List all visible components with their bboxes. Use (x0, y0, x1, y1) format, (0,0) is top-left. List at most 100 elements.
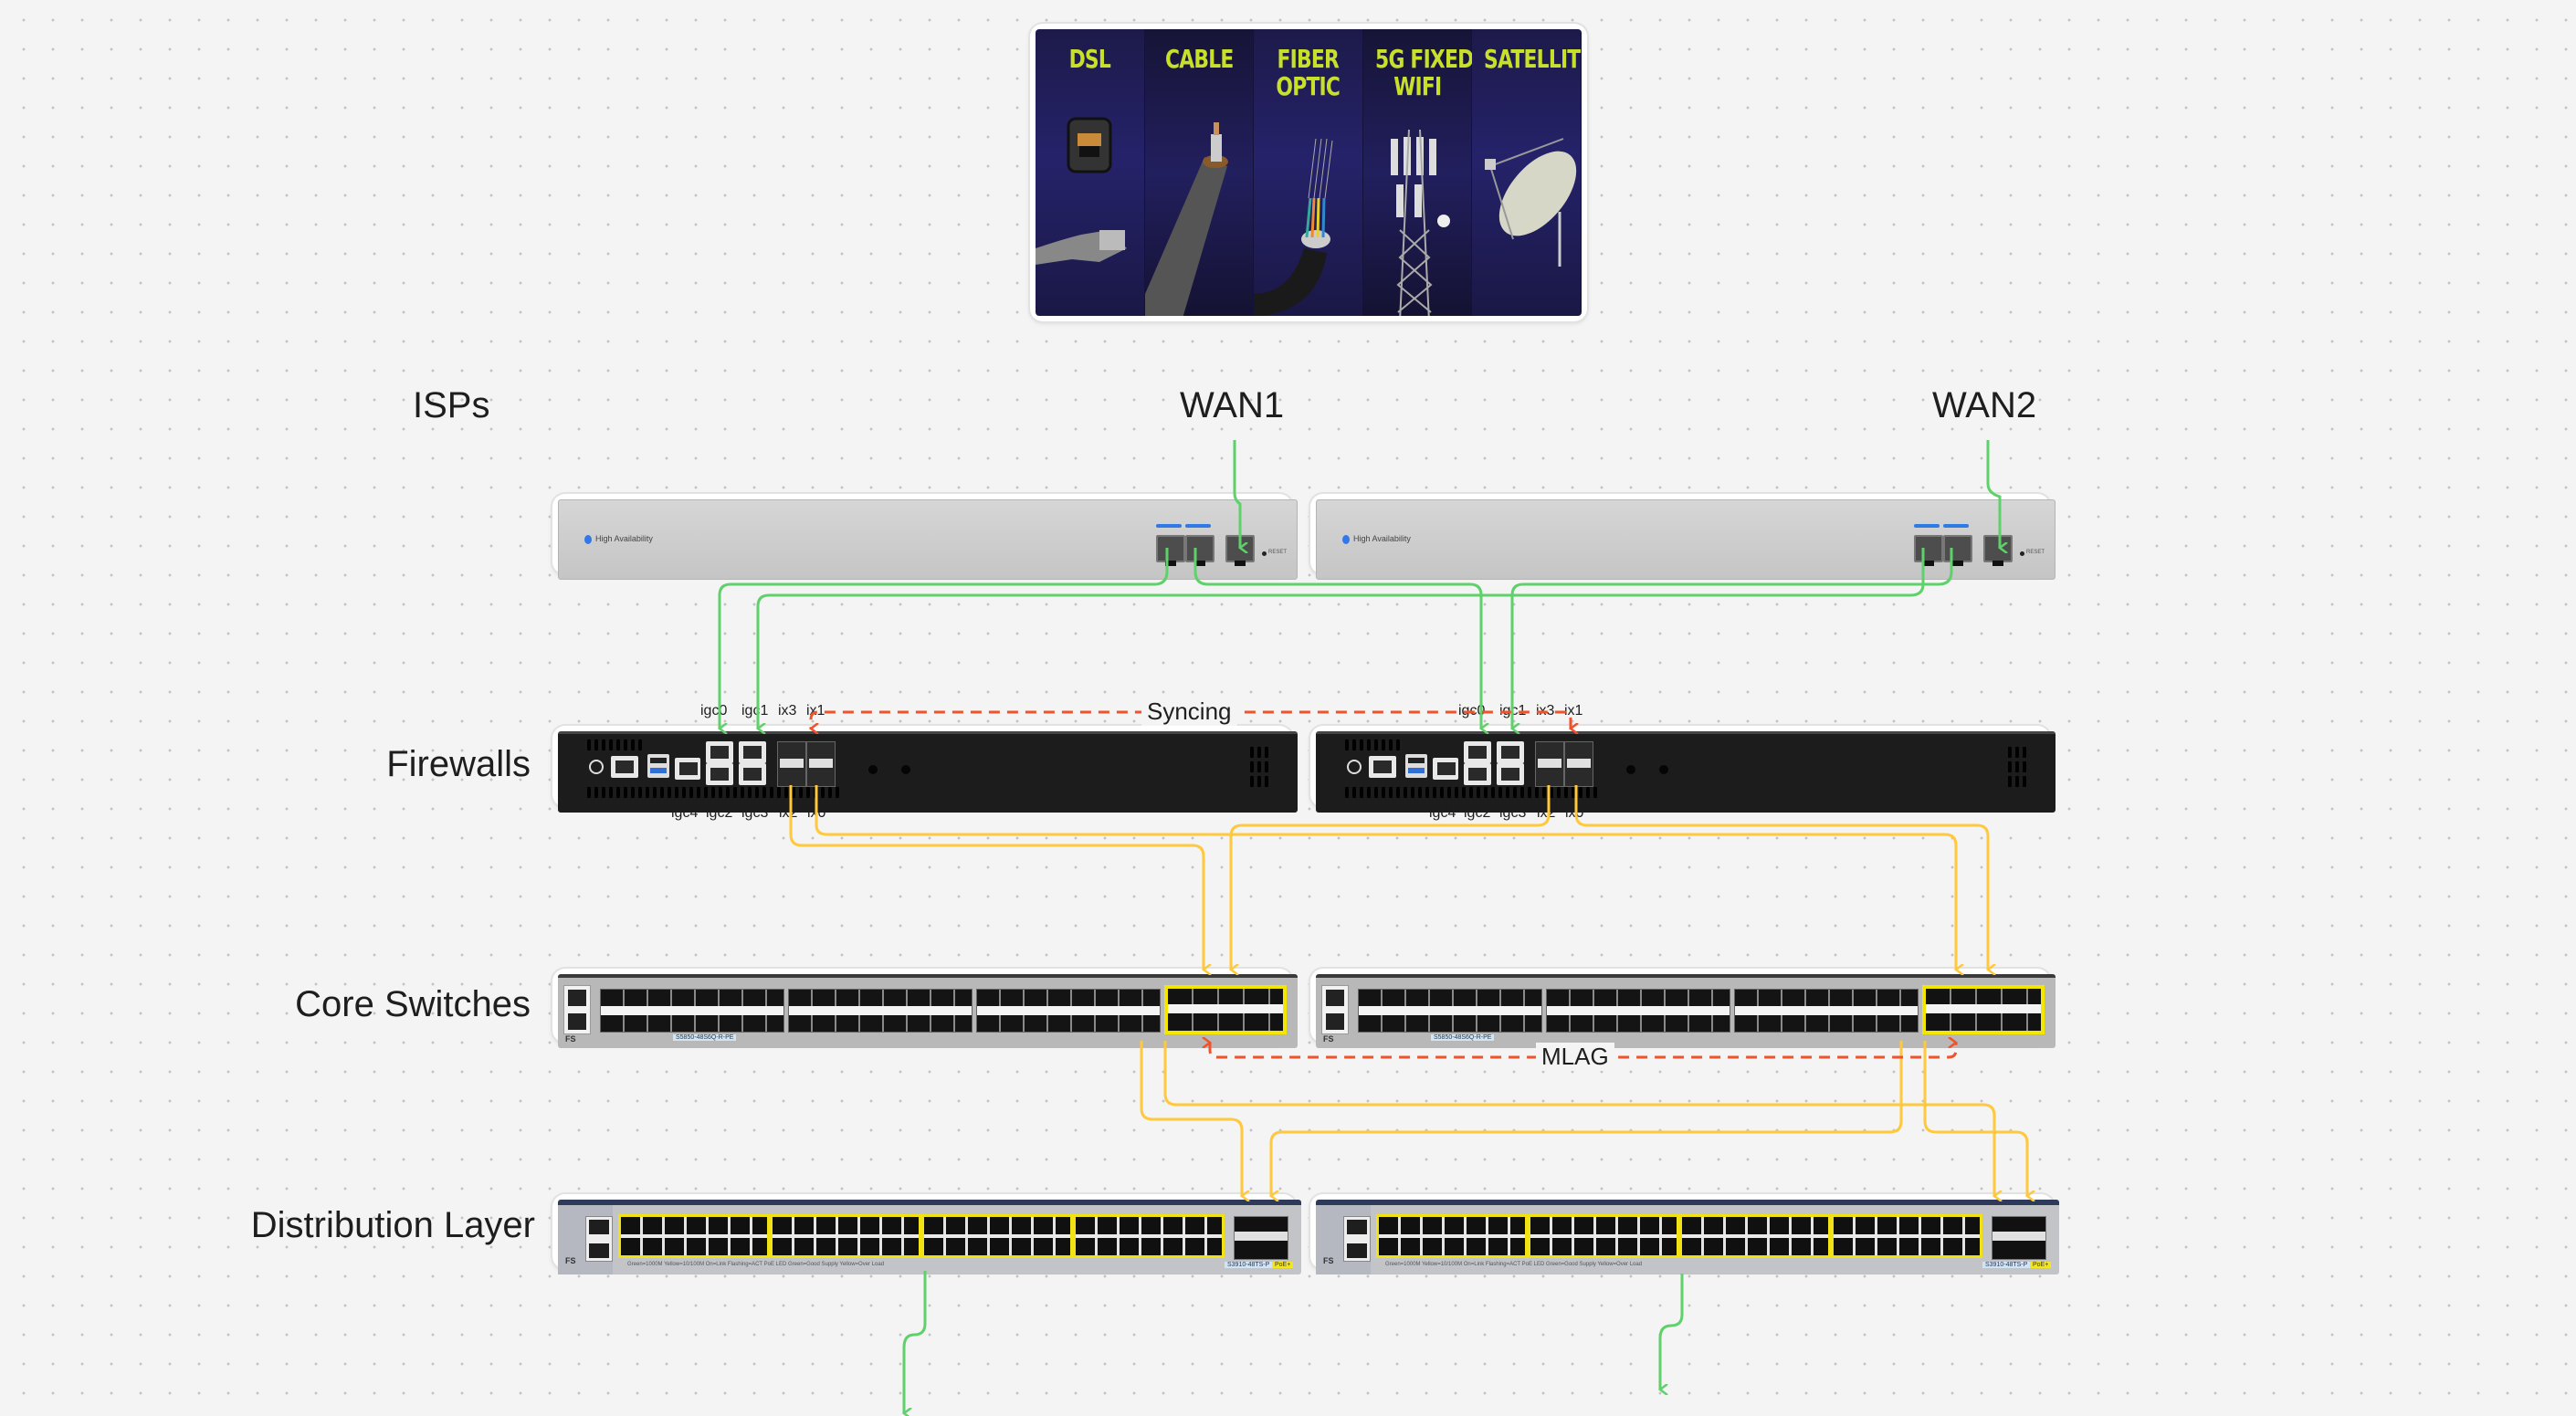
vent (1345, 739, 1400, 750)
port-igc0[interactable] (706, 741, 733, 763)
sfp-port-block[interactable] (600, 989, 784, 1033)
sfp-uplink-block[interactable] (1992, 1216, 2046, 1260)
led-legend: Green=1000M Yellow=10/100M On=Link Flash… (627, 1262, 885, 1267)
port-label-ix0: ix0 (1565, 805, 1584, 821)
port-label-igc2: igc2 (706, 805, 733, 821)
firewall-1[interactable] (552, 726, 1298, 813)
wire-fw1-ix0-core2 (815, 785, 1956, 970)
reset-button[interactable] (2020, 551, 2024, 556)
port-igc4[interactable] (675, 758, 700, 780)
rj45-port-block[interactable] (618, 1214, 770, 1258)
rj45-port-block[interactable] (1528, 1214, 1679, 1258)
port-label-ix3: ix3 (1536, 703, 1555, 718)
port-label-igc0: igc0 (700, 703, 728, 718)
mlag-label: MLAG (1536, 1043, 1614, 1071)
port-ix3-ix2[interactable] (1535, 741, 1564, 787)
console-port[interactable] (611, 756, 638, 778)
sfp-port-block[interactable] (1546, 989, 1730, 1033)
port-3-isp[interactable] (1983, 535, 2013, 566)
port-igc0[interactable] (1464, 741, 1491, 763)
satellite-dish-icon (1485, 138, 1577, 267)
reset-label: RESET (1268, 550, 1288, 555)
model-tag: S3910-48TS-P (1225, 1262, 1273, 1268)
usb-port[interactable] (1405, 754, 1427, 778)
rj45-port-block[interactable] (1679, 1214, 1831, 1258)
isp-column-cable: CABLE (1144, 29, 1255, 316)
vent (587, 739, 642, 750)
port-2[interactable] (1185, 535, 1214, 566)
isp-title: 5G FIXED WIFI (1374, 44, 1474, 101)
console-port[interactable] (1369, 756, 1396, 778)
rj45-port-block[interactable] (1376, 1214, 1528, 1258)
label-isps: ISPs (413, 385, 490, 425)
brand-logo: FS (565, 1034, 576, 1044)
isp-technologies-image: DSL CABLE FIBER OPTIC (1030, 24, 1587, 321)
distribution-switch-2[interactable]: FS Green=1000M Yellow=10/100M On=Link Fl… (1310, 1194, 2059, 1274)
sfp-uplink-block[interactable] (1234, 1216, 1288, 1260)
rj45-port-block[interactable] (1073, 1214, 1225, 1258)
status-led-icon (584, 535, 592, 544)
port-label-igc1: igc1 (1499, 703, 1527, 718)
wire-fw1-ix2-core1 (789, 785, 1204, 970)
rj45-port-block[interactable] (770, 1214, 921, 1258)
link-led-icon (1914, 524, 1940, 528)
vent (587, 787, 839, 798)
port-igc3[interactable] (739, 763, 766, 785)
core-switch-2[interactable]: FS S5850-48S6Q-R-PE (1310, 969, 2056, 1048)
appliance-chassis: High Availability RESET (558, 499, 1298, 580)
isp-title: SATELLITE (1484, 44, 1582, 74)
port-igc2[interactable] (1464, 763, 1491, 785)
qsfp-uplink-block[interactable] (1922, 985, 2045, 1034)
usb-port[interactable] (647, 754, 669, 778)
management-ports[interactable] (1321, 985, 1349, 1034)
status-led-icon (1342, 535, 1350, 544)
cell-tower-icon (1390, 129, 1450, 316)
label-firewalls: Firewalls (386, 744, 531, 784)
sfp-port-block[interactable] (1358, 989, 1542, 1033)
isp-column-fiber-optic: FIBER OPTIC (1254, 29, 1363, 316)
port-ix3-ix2[interactable] (777, 741, 806, 787)
port-igc4[interactable] (1433, 758, 1458, 780)
rj45-port-block[interactable] (921, 1214, 1073, 1258)
core-switch-chassis: FS S5850-48S6Q-R-PE (1316, 974, 2056, 1048)
vent (1345, 787, 1597, 798)
model-tag: S3910-48TS-P (1982, 1262, 2031, 1268)
qsfp-uplink-block[interactable] (1164, 985, 1287, 1034)
model-tag: S5850-48S6Q-R-PE (1431, 1034, 1495, 1041)
port-ix1-ix0[interactable] (1564, 741, 1593, 787)
management-ports[interactable] (585, 1216, 613, 1262)
port-igc3[interactable] (1497, 763, 1524, 785)
isp-appliance-2[interactable]: High Availability RESET (1310, 494, 2056, 580)
power-jack-icon (589, 760, 604, 774)
firewall-2[interactable] (1310, 726, 2056, 813)
sync-label: Syncing (1141, 698, 1237, 726)
status-led-icon (901, 765, 910, 774)
status-led-icon (1626, 765, 1635, 774)
rj45-jack-and-ethernet-plug-icon (1036, 117, 1127, 265)
port-ix1-ix0[interactable] (806, 741, 836, 787)
isp-appliance-1[interactable]: High Availability RESET (552, 494, 1298, 580)
rj45-port-block[interactable] (1831, 1214, 1982, 1258)
port-1[interactable] (1914, 535, 1943, 566)
label-wan1: WAN1 (1180, 385, 1285, 425)
port-igc2[interactable] (706, 763, 733, 785)
sfp-port-block[interactable] (976, 989, 1161, 1033)
port-label-igc2: igc2 (1464, 805, 1491, 821)
link-led-icon (1185, 524, 1211, 528)
management-ports[interactable] (1343, 1216, 1371, 1262)
port-3-isp[interactable] (1225, 535, 1255, 566)
port-2[interactable] (1943, 535, 1972, 566)
port-1[interactable] (1156, 535, 1185, 566)
port-label-igc4: igc4 (1429, 805, 1456, 821)
wire-fw2-ix0-core2 (1574, 785, 1988, 970)
reset-button[interactable] (1262, 551, 1267, 556)
distribution-switch-1[interactable]: FS Green=1000M Yellow=10/100M On=Link Fl… (552, 1194, 1301, 1274)
vent (1250, 747, 1268, 758)
sfp-port-block[interactable] (1734, 989, 1919, 1033)
port-igc1[interactable] (1497, 741, 1524, 763)
sfp-port-block[interactable] (788, 989, 973, 1033)
vent (2008, 776, 2026, 787)
management-ports[interactable] (563, 985, 591, 1034)
port-igc1[interactable] (739, 741, 766, 763)
core-switch-1[interactable]: FS S5850-48S6Q-R-PE (552, 969, 1298, 1048)
